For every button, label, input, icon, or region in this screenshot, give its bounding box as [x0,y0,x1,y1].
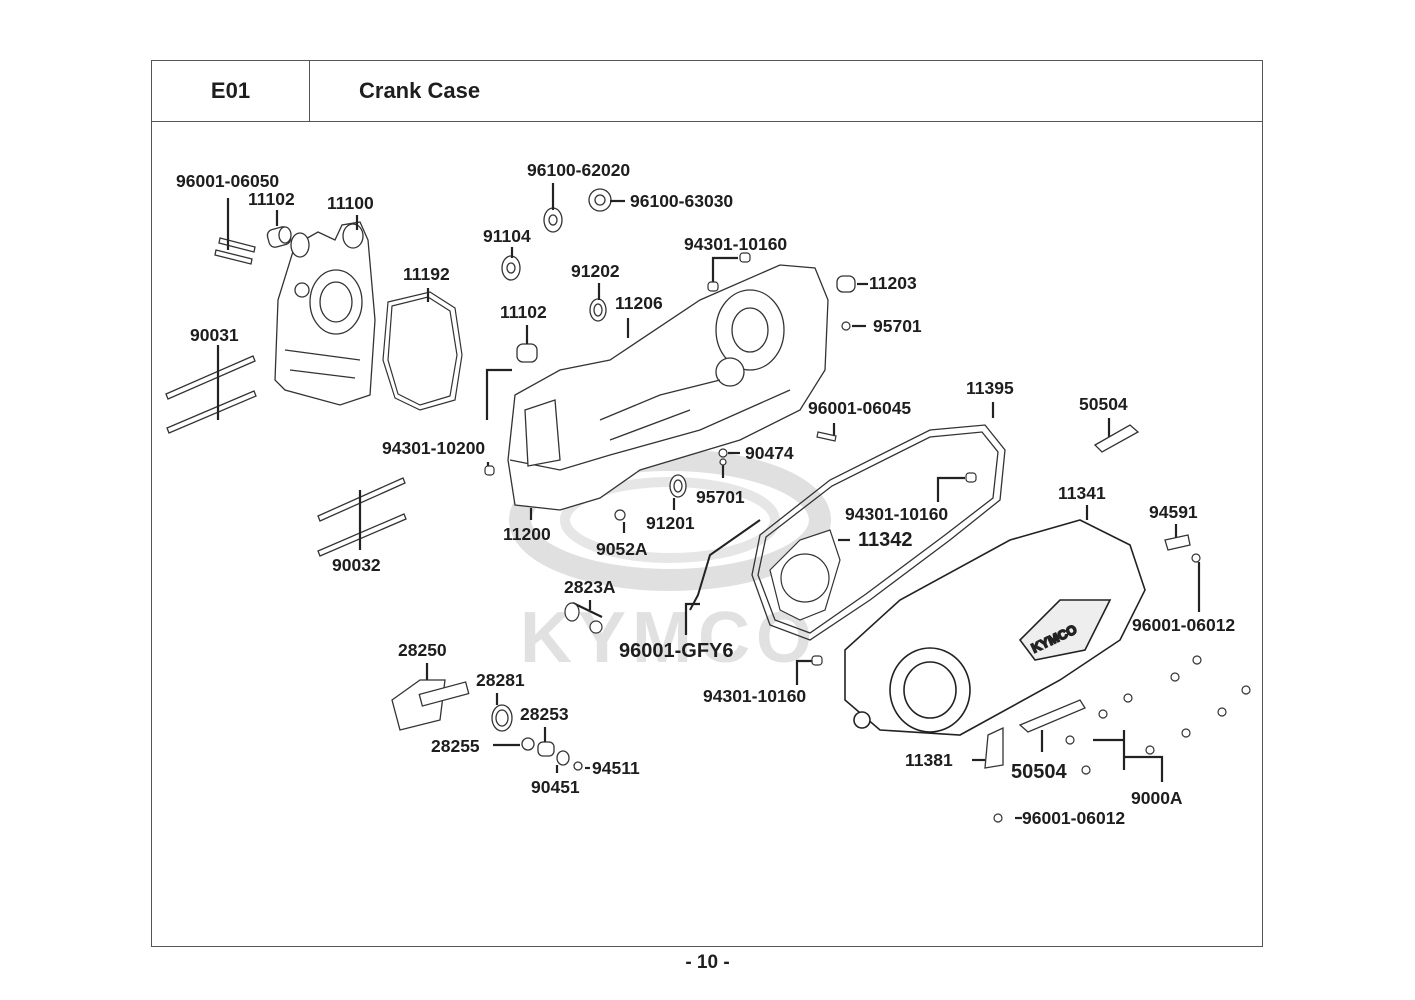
kick-spring-28281 [491,704,513,732]
part-label: 28253 [520,704,569,724]
part-label: 96001-GFY6 [619,640,734,662]
pickup-2823A [564,602,603,634]
part-label: 90451 [531,777,580,797]
clip-94511 [573,761,583,771]
part-label: 90032 [332,555,381,575]
washer-28255 [521,737,535,751]
bushing-11102-left [266,226,292,248]
crankcase-right-half [507,264,829,511]
part-label: 2823A [564,577,616,597]
part-label: 95701 [873,316,922,336]
part-label: 96001-06012 [1022,808,1126,828]
part-label: 11192 [403,264,450,284]
bearing-91104 [501,255,521,281]
part-label: 94301-10160 [684,234,788,254]
part-label: 94301-10160 [703,686,807,706]
bolt-glyphs [614,321,1251,823]
part-label: 91201 [646,513,695,533]
part-label: 96100-63030 [630,191,734,211]
guide-plates [984,424,1191,769]
part-label: 28250 [398,640,447,660]
dowel-pins [484,252,977,666]
part-label: 90474 [745,443,794,463]
gasket-11192 [382,291,463,411]
part-label: 96001-06045 [808,398,912,418]
section-code: E01 [151,60,310,122]
part-label: 96001-06050 [176,171,280,191]
bearing-96100-62020 [543,207,563,233]
part-label: 91202 [571,261,620,281]
studs-90032 [317,477,407,557]
part-label: 28255 [431,736,480,756]
part-label: 50504 [1079,394,1128,414]
part-label: 11206 [615,293,663,313]
part-label: 9000A [1131,788,1183,808]
inner-plate-11342 [769,529,841,621]
part-label: 11381 [905,750,953,770]
part-label: 94301-10200 [382,438,486,458]
crankcase-left-half [274,221,376,406]
part-label: 28281 [476,670,525,690]
part-label: 11395 [966,378,1014,398]
oil-pipe-96001-GFY6 [689,519,761,611]
bushing-11102-center [516,343,538,363]
oil-seal-91201 [669,474,687,498]
part-label: 11342 [858,529,913,551]
part-label: 94591 [1149,502,1198,522]
leader-lines [216,183,1201,820]
washer-90451 [556,750,570,766]
part-label: 90031 [190,325,239,345]
bearing-96100-63030 [588,188,612,212]
part-label: 94301-10160 [845,504,949,524]
part-label: 96001-06012 [1132,615,1236,635]
part-label: 9052A [596,539,648,559]
part-label: 91104 [483,226,531,246]
bolts-96001-06050 [214,237,256,265]
studs-90031 [165,355,257,434]
part-label: 94511 [592,758,640,778]
part-label: 11102 [248,189,295,209]
transmission-cover-11341: KYMCO [844,519,1146,736]
part-label: 95701 [696,487,745,507]
oil-seal-91202 [589,298,607,322]
part-label: 11100 [327,193,374,213]
section-title: Crank Case [309,60,1263,122]
part-label: 11341 [1058,483,1106,503]
bushing-11203 [836,275,856,293]
page-number: - 10 - [685,952,730,973]
part-label: 96100-62020 [527,160,631,180]
kick-shaft-28250 [391,679,470,731]
cover-gasket-11395 [751,424,1006,641]
part-label: 11102 [500,302,547,322]
bushing-28253 [537,741,555,757]
part-label: 50504 [1011,761,1067,783]
part-label: 11200 [503,524,551,544]
part-label: 11203 [869,273,917,293]
